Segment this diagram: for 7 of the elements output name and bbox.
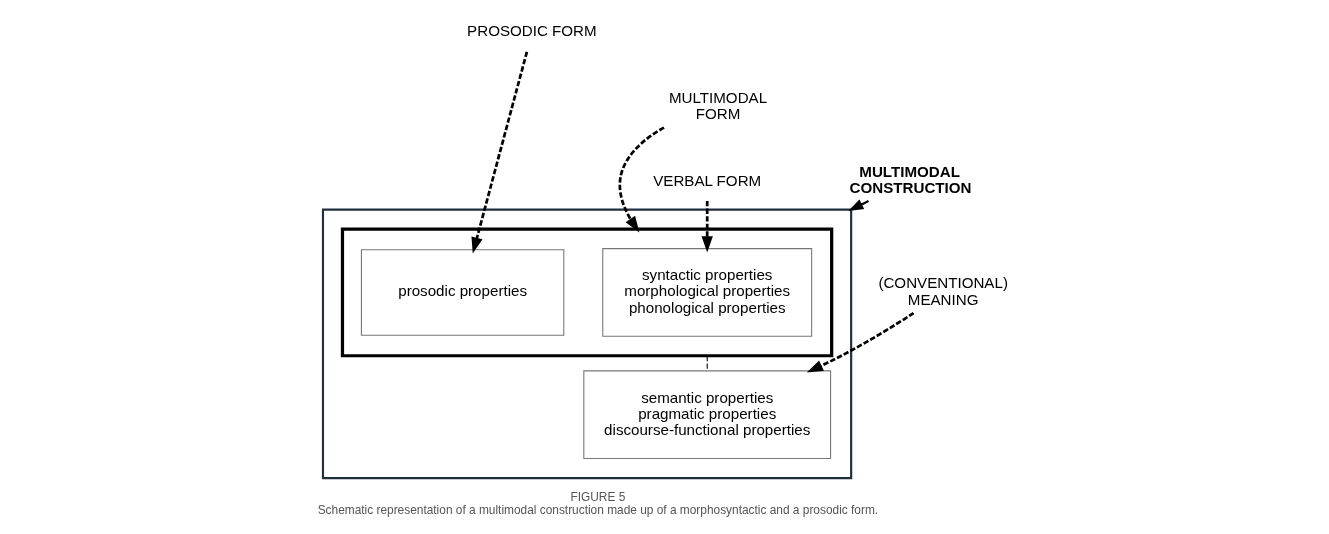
node-text: VERBAL FORM <box>652 171 761 189</box>
node-text: PROSODIC FORM <box>466 22 597 40</box>
caption: Schematic representation of a multimodal construction made up of a morphosyntactic and a prosodic form. <box>317 502 878 517</box>
node-text: MULTIMODAL FORM <box>668 88 767 122</box>
diagram-title: FIGURE 5 <box>569 489 625 504</box>
node-text: (CONVENTIONAL) MEANING <box>877 274 1008 308</box>
node-text: MULTIMODAL CONSTRUCTION <box>849 163 971 196</box>
